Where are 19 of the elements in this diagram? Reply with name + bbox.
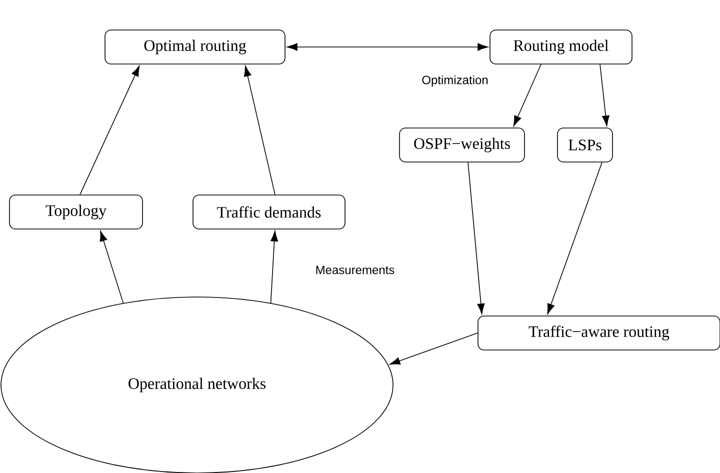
rounded-box: Routing model	[490, 30, 632, 64]
arrow	[600, 64, 610, 126]
rounded-box: Traffic−aware routing	[478, 316, 720, 350]
arrow	[390, 332, 478, 365]
rounded-box: Topology	[9, 194, 143, 230]
arrow	[468, 162, 485, 314]
arrow	[80, 66, 140, 195]
arrow	[513, 64, 542, 126]
edge-label: Optimization	[420, 74, 490, 88]
rounded-box: OSPF−weights	[399, 128, 525, 162]
rounded-box: Optimal routing	[104, 30, 286, 64]
arrow	[244, 66, 276, 195]
arrow	[100, 230, 124, 304]
rounded-box: LSPs	[557, 128, 613, 162]
edge-label: Measurements	[314, 264, 396, 276]
arrow	[547, 162, 602, 314]
rounded-box: Traffic demands	[192, 194, 346, 230]
arrow	[270, 230, 278, 304]
arrow	[286, 43, 488, 51]
